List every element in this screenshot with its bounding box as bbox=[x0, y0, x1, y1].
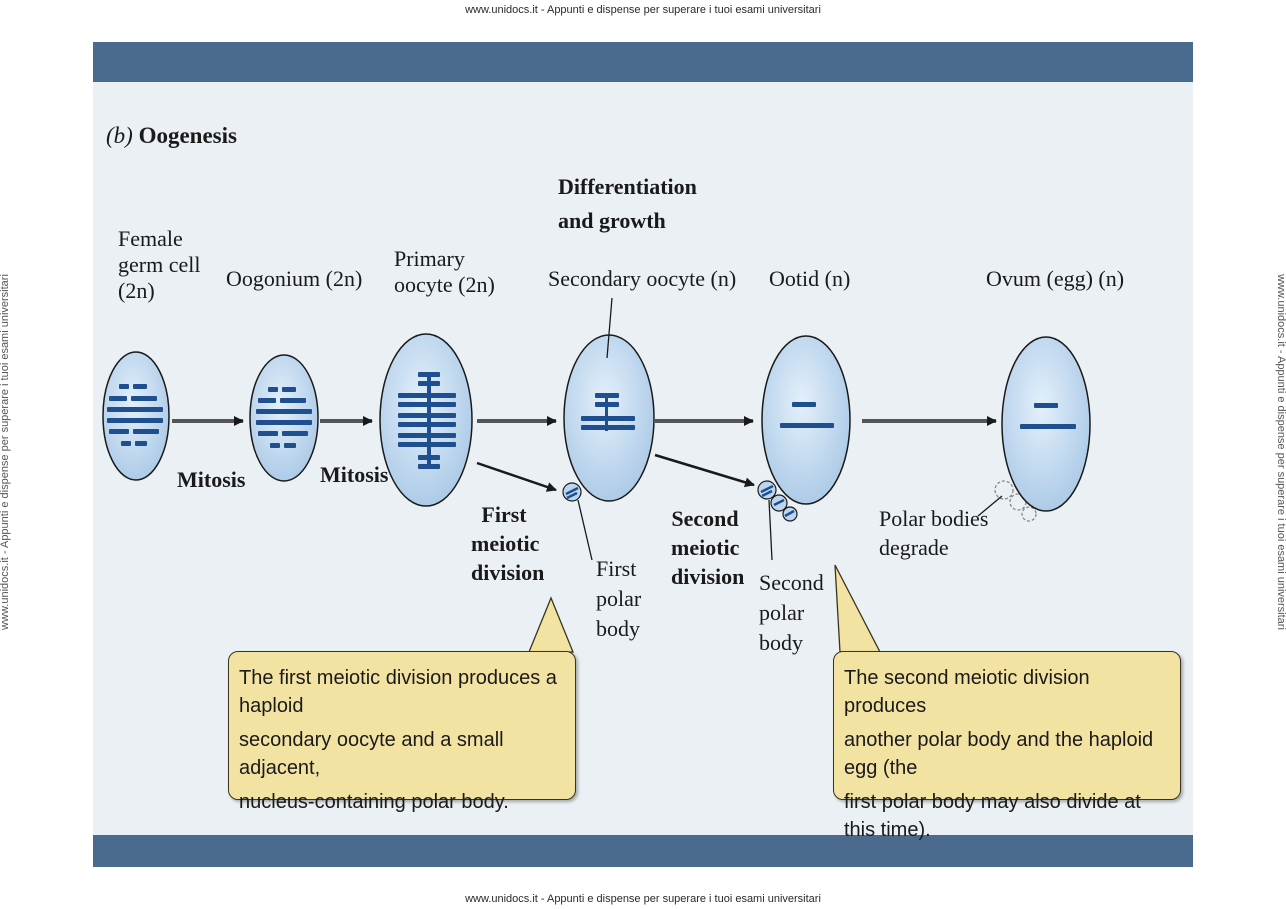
cell-ovum bbox=[994, 336, 1091, 522]
caption-first-meiotic: The first meiotic division produces a ha… bbox=[228, 651, 576, 813]
degraded-polar-body-1 bbox=[994, 480, 1014, 500]
title-prefix: (b) bbox=[106, 123, 133, 148]
label-secondary-oocyte: Secondary oocyte (n) bbox=[548, 266, 737, 291]
label-second-meiotic-division: Second meiotic division bbox=[671, 506, 745, 589]
slide-top-band bbox=[93, 42, 1193, 82]
caption-second-meiotic: The second meiotic division produces ano… bbox=[833, 651, 1181, 841]
leader-lines bbox=[577, 297, 1003, 561]
label-mitosis-1: Mitosis bbox=[177, 467, 246, 492]
cell-female-germ bbox=[102, 351, 170, 481]
watermark-top: www.unidocs.it - Appunti e dispense per … bbox=[465, 4, 821, 16]
cell-oogonium bbox=[249, 354, 319, 482]
title-text: Oogenesis bbox=[138, 123, 237, 148]
cell-primary-oocyte bbox=[379, 333, 473, 507]
degraded-polar-body-3 bbox=[1021, 506, 1037, 522]
label-differentiation: Differentiation and growth bbox=[558, 174, 697, 233]
arrow-to-first-polar bbox=[476, 461, 557, 492]
diagram-title: (b) Oogenesis bbox=[106, 123, 237, 149]
label-second-polar-body: Second polar body bbox=[759, 570, 824, 655]
label-mitosis-2: Mitosis bbox=[320, 462, 389, 487]
label-ootid: Ootid (n) bbox=[769, 266, 851, 291]
label-oogonium: Oogonium (2n) bbox=[226, 266, 363, 291]
cell-ootid bbox=[757, 335, 851, 522]
label-polar-bodies-degrade: Polar bodies degrade bbox=[879, 506, 989, 560]
label-first-meiotic-division: First meiotic division bbox=[471, 502, 545, 585]
label-first-polar-body: First polar body bbox=[596, 556, 642, 641]
arrow-to-second-polar bbox=[654, 453, 755, 488]
arrows bbox=[172, 416, 997, 492]
label-ovum: Ovum (egg) (n) bbox=[986, 266, 1125, 291]
caption-first-pointer bbox=[528, 596, 574, 653]
cell-secondary-oocyte bbox=[562, 334, 655, 502]
slide-bottom-band bbox=[93, 835, 1193, 867]
caption-second-pointer bbox=[834, 564, 882, 653]
label-primary-oocyte: Primary oocyte (2n) bbox=[394, 246, 495, 297]
label-female-germ-cell: Female germ cell (2n) bbox=[118, 226, 201, 303]
watermark-bottom: www.unidocs.it - Appunti e dispense per … bbox=[465, 893, 821, 905]
